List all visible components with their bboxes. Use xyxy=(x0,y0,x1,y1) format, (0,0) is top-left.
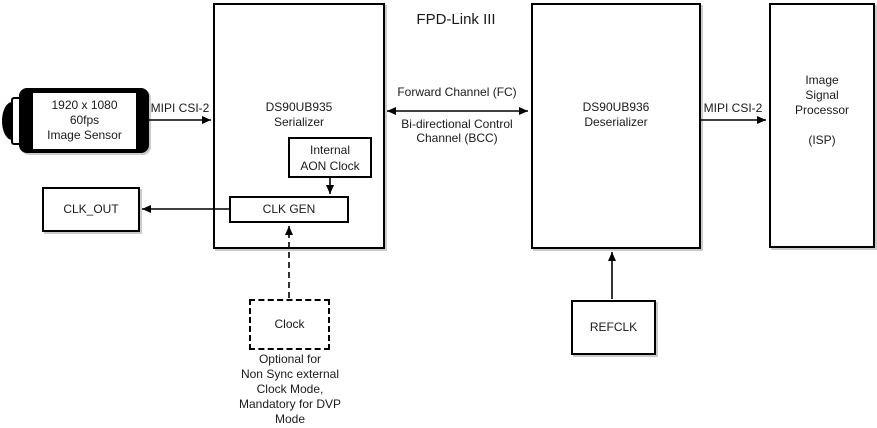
internal-aon-clock-block: Internal AON Clock xyxy=(288,137,372,178)
clk-out-block: CLK_OUT xyxy=(42,187,140,232)
sensor-label: Image Sensor xyxy=(47,128,122,142)
external-clock-label: Clock xyxy=(274,317,305,331)
mipi-csi2-right-label: MIPI CSI-2 xyxy=(703,101,763,115)
deserializer-title: DS90UB936 Deserializer xyxy=(533,100,699,130)
external-clock-note: Optional for Non Sync external Clock Mod… xyxy=(199,352,381,427)
clock-note-line1: Optional for xyxy=(258,352,322,366)
bcc-label: Bi-directional Control Channel (BCC) xyxy=(386,117,528,145)
isp-abbrev: (ISP) xyxy=(808,133,836,147)
diagram-title: FPD-Link III xyxy=(416,11,496,28)
serializer-title: DS90UB935 Serializer xyxy=(215,100,383,130)
clock-note-line2: Non Sync external xyxy=(240,367,340,381)
clock-note-line3: Clock Mode, xyxy=(256,382,324,396)
forward-channel-label: Forward Channel (FC) xyxy=(397,85,517,99)
isp-line3: Processor xyxy=(794,103,850,117)
deserializer-role: Deserializer xyxy=(584,115,648,129)
serializer-part-number: DS90UB935 xyxy=(265,100,333,114)
aon-clock-line2: AON Clock xyxy=(300,159,360,173)
aon-clock-line1: Internal xyxy=(309,143,351,157)
serializer-role: Serializer xyxy=(273,115,324,129)
isp-title: Image Signal Processor (ISP) xyxy=(771,73,873,148)
bcc-line2: Channel (BCC) xyxy=(416,131,498,145)
isp-line1: Image xyxy=(805,73,839,87)
refclk-label: REFCLK xyxy=(589,320,638,334)
clk-out-label: CLK_OUT xyxy=(63,202,119,216)
clock-note-line4: Mandatory for DVP xyxy=(238,397,342,411)
clock-note-line5: Mode xyxy=(274,412,306,426)
mipi-csi2-left-label: MIPI CSI-2 xyxy=(150,101,210,115)
isp-line2: Signal xyxy=(805,88,839,102)
deserializer-block: DS90UB936 Deserializer xyxy=(531,3,701,249)
serializer-block: DS90UB935 Serializer Internal AON Clock … xyxy=(213,3,385,249)
sensor-framerate: 60fps xyxy=(69,113,100,127)
external-clock-block: Clock xyxy=(249,299,330,350)
image-sensor-block: 1920 x 1080 60fps Image Sensor xyxy=(33,93,136,149)
clk-gen-block: CLK GEN xyxy=(229,196,349,223)
refclk-block: REFCLK xyxy=(571,300,656,355)
sensor-resolution: 1920 x 1080 xyxy=(51,98,118,112)
isp-block: Image Signal Processor (ISP) xyxy=(769,3,875,248)
bcc-line1: Bi-directional Control xyxy=(401,117,513,131)
deserializer-part-number: DS90UB936 xyxy=(582,100,650,114)
